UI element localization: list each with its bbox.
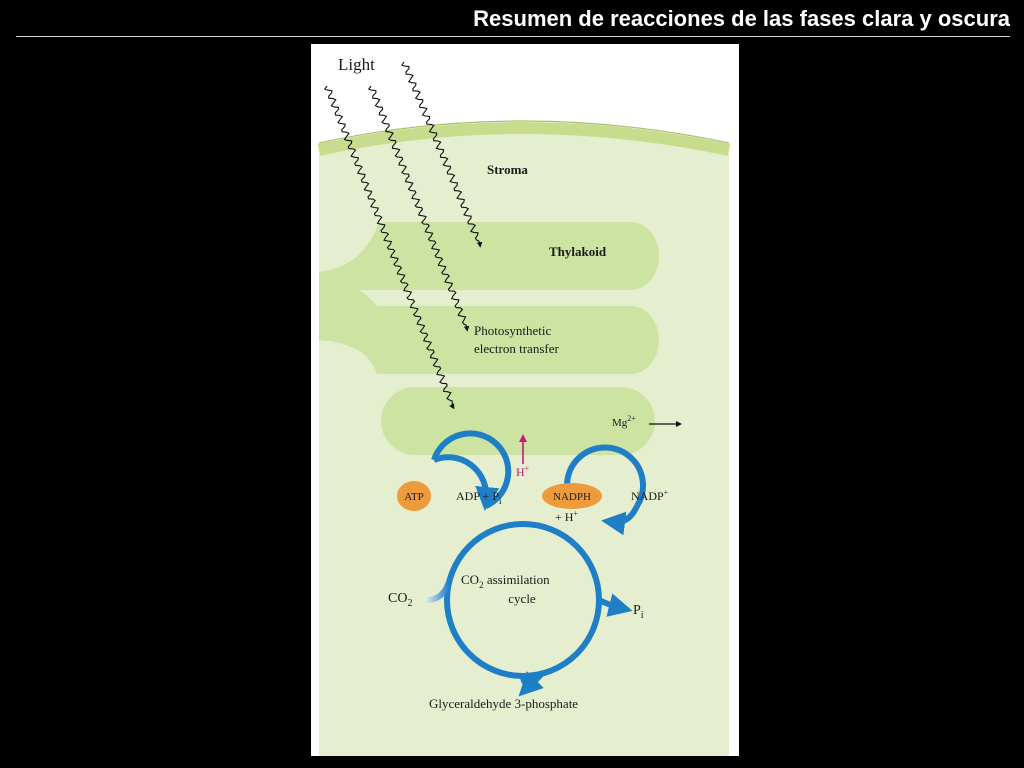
light-ray-3 [323, 85, 455, 410]
pi-output-arrow [597, 593, 633, 617]
nadph-regeneration-arrow [601, 504, 640, 536]
chloroplast-figure: Light Stroma Thylakoid Photosynthetic el… [311, 44, 739, 756]
cycle-co: CO [461, 572, 479, 587]
light-rays [323, 61, 483, 410]
cycle-title-line1: CO2 assimilation [461, 572, 550, 590]
adp-pi-label: ADP + Pi [456, 489, 502, 506]
pi-base: P [633, 603, 641, 618]
nadph-proton-label: + H+ [555, 509, 578, 524]
proton-label: H+ [516, 464, 530, 479]
g3p-output-arrow [518, 670, 546, 697]
mg-charge: 2+ [627, 414, 636, 423]
thylakoid-middle [319, 276, 659, 374]
slide-title: Resumen de reacciones de las fases clara… [473, 6, 1010, 31]
membrane-outer-edge [318, 120, 730, 144]
nadph-proton-charge: + [573, 509, 578, 518]
pi-subscript: i [641, 610, 644, 621]
co2-subscript: 2 [407, 598, 412, 609]
mg-base: Mg [612, 417, 628, 429]
nadp-label: NADP+ [631, 488, 669, 503]
pi-output-label: Pi [633, 603, 644, 621]
atp-cycle-arc [431, 430, 512, 509]
adp-base: ADP + P [456, 489, 499, 503]
mg-ion-label: Mg2+ [612, 414, 636, 429]
cycle-co2-subscript: 2 [479, 580, 484, 590]
electron-transfer-line1: Photosynthetic [474, 323, 552, 338]
nadp-charge: + [664, 488, 669, 497]
adp-pi-subscript: i [499, 496, 502, 506]
cycle-assimilation: assimilation [484, 572, 551, 587]
light-ray-1 [401, 61, 483, 248]
cycle-title-line2: cycle [508, 591, 536, 606]
proton-base: H [516, 465, 525, 479]
light-label: Light [338, 55, 375, 74]
co2-input-arrow [426, 580, 452, 603]
atp-label: ATP [404, 491, 424, 503]
light-ray-2 [367, 85, 470, 332]
g3p-label: Glyceraldehyde 3-phosphate [429, 696, 578, 711]
nadph-label: NADPH [553, 491, 591, 503]
co2-input-label: CO2 [388, 591, 412, 609]
co2-base: CO [388, 591, 407, 606]
chloroplast-membrane [317, 122, 731, 156]
thylakoid-top [319, 222, 659, 290]
proton-charge: + [525, 464, 530, 473]
nadph-proton-base: + H [555, 510, 574, 524]
title-divider [16, 36, 1010, 37]
chloroplast-diagram: Light Stroma Thylakoid Photosynthetic el… [317, 55, 731, 756]
electron-transfer-line2: electron transfer [474, 341, 559, 356]
thylakoid-label: Thylakoid [549, 244, 607, 259]
nadp-base: NADP [631, 489, 664, 503]
atp-regeneration-arrow [432, 454, 500, 511]
nadph-ellipse [542, 483, 602, 509]
stroma-label: Stroma [487, 162, 528, 177]
atp-ellipse [397, 481, 431, 511]
